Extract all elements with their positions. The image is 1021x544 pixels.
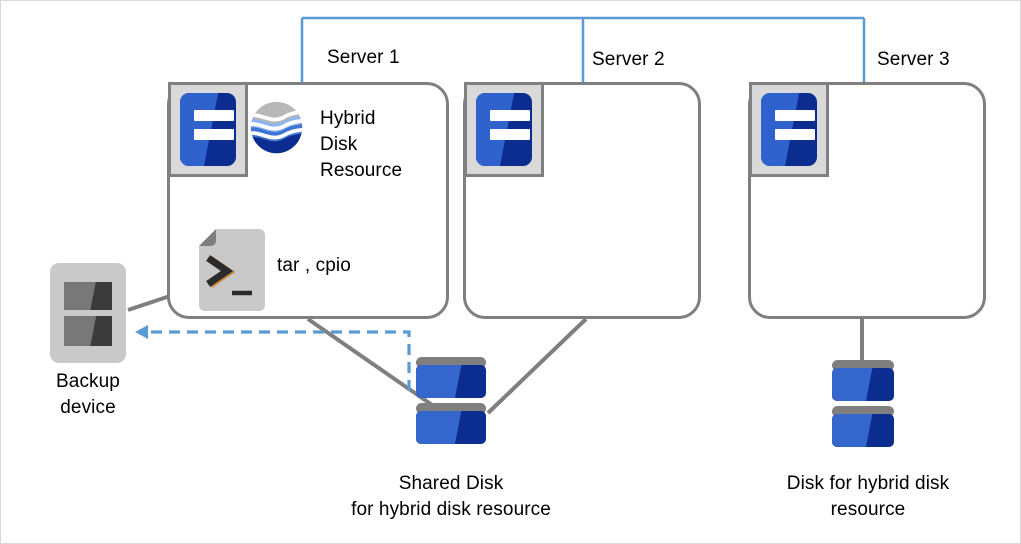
hybrid-disk-caption: Disk for hybrid disk resource	[786, 473, 950, 520]
backup-tape-seam-2	[64, 310, 112, 315]
server-led-bar-1	[490, 110, 530, 121]
connector-server1-shared-disk	[306, 317, 450, 418]
hybrid-disk-resource-label: Hybrid Disk Resource	[320, 108, 403, 181]
server-led-bar-1	[775, 110, 815, 121]
server-3-label: Server 3	[877, 49, 950, 70]
server-led-bar-2	[194, 129, 234, 140]
server-2-unit-icon	[464, 82, 544, 177]
backup-device-icon[interactable]	[50, 263, 126, 363]
hybrid-disk-icon[interactable]	[832, 360, 894, 456]
connector-server2-shared-disk	[486, 317, 588, 415]
disk-platter-top-1	[416, 357, 486, 368]
server-1-label: Server 1	[327, 47, 400, 68]
disk-body-2	[832, 414, 894, 447]
backup-tools-label: tar , cpio	[277, 255, 351, 276]
disk-platter-top-2	[832, 406, 894, 417]
disk-platter-top-2	[416, 403, 486, 414]
network-bus	[300, 16, 866, 82]
backup-device-caption: Backup device	[56, 371, 120, 418]
server-chassis	[761, 93, 817, 166]
server-2-label: Server 2	[592, 49, 665, 70]
disk-platter-top-1	[832, 360, 894, 371]
backup-tape-1	[64, 280, 112, 310]
server-led-bar-2	[775, 129, 815, 140]
disk-body-1	[416, 365, 486, 398]
server-1-unit-icon	[168, 82, 248, 177]
disk-body-2	[416, 411, 486, 444]
disk-body-1	[832, 368, 894, 401]
server-3-unit-icon	[749, 82, 829, 177]
server-chassis	[180, 93, 236, 166]
server-chassis	[476, 93, 532, 166]
shared-disk-caption: Shared Disk for hybrid disk resource	[351, 473, 551, 520]
server-led-bar-2	[490, 129, 530, 140]
hybrid-disk-resource-globe-icon	[248, 99, 305, 156]
script-file-icon	[199, 229, 265, 311]
backup-flow-arrow	[135, 325, 411, 391]
backup-tape-seam-1	[64, 277, 112, 282]
shared-disk-icon[interactable]	[416, 357, 486, 453]
backup-tape-2	[64, 316, 112, 346]
server-led-bar-1	[194, 110, 234, 121]
